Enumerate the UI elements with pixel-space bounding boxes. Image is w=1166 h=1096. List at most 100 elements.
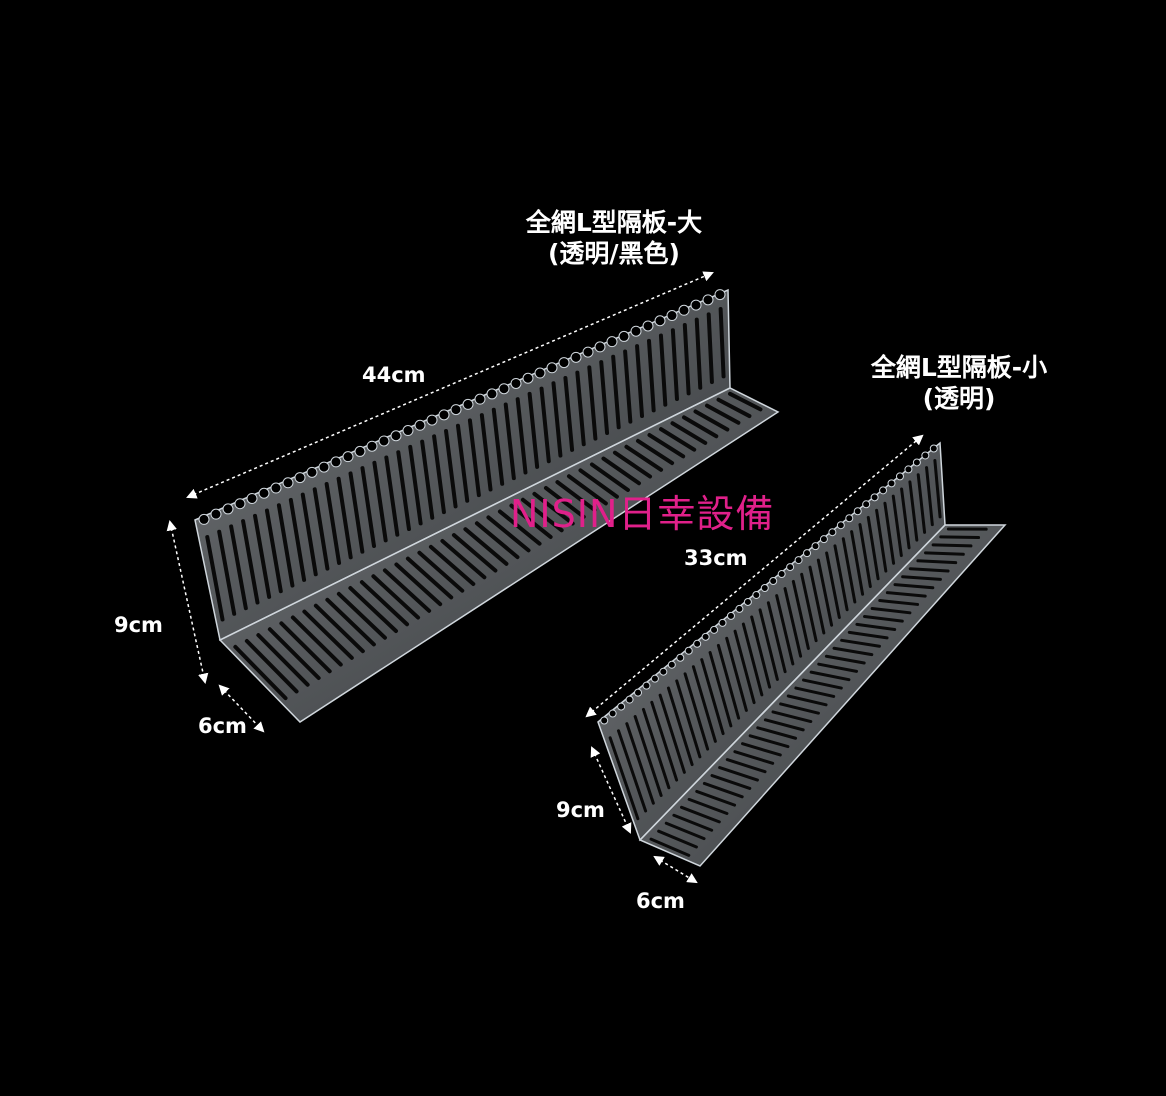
base-slot bbox=[302, 609, 354, 660]
base-slot bbox=[695, 789, 737, 807]
base-slot bbox=[718, 766, 759, 782]
large-depth-label: 6cm bbox=[198, 714, 247, 738]
dimension-lines bbox=[166, 271, 924, 884]
small-length-label: 33cm bbox=[684, 546, 748, 570]
edge-notch bbox=[794, 556, 803, 565]
edge-notch bbox=[929, 444, 938, 453]
base-slot bbox=[756, 726, 798, 740]
edge-notch bbox=[650, 674, 659, 683]
edge-notch bbox=[582, 346, 594, 358]
edge-notch bbox=[438, 409, 450, 421]
base-slot bbox=[405, 556, 454, 600]
base-slot bbox=[359, 580, 410, 627]
edge-notch bbox=[819, 535, 828, 544]
edge-notch bbox=[828, 528, 837, 537]
edge-notch bbox=[642, 320, 654, 332]
base-slot bbox=[463, 527, 509, 566]
base-slot bbox=[748, 734, 790, 749]
edge-notch bbox=[904, 465, 913, 474]
base-slot bbox=[687, 797, 729, 816]
wall-slot bbox=[641, 707, 671, 790]
edge-notch bbox=[486, 388, 498, 400]
base-slot bbox=[924, 551, 965, 556]
edge-notch bbox=[811, 542, 820, 551]
edge-notch bbox=[294, 472, 306, 484]
base-slot bbox=[417, 550, 465, 593]
edge-notch bbox=[606, 336, 618, 348]
edge-notch bbox=[246, 492, 258, 504]
edge-notch bbox=[618, 330, 630, 342]
wall-slot bbox=[229, 524, 248, 611]
edge-notch bbox=[786, 563, 795, 572]
wall-slot bbox=[312, 487, 330, 571]
edge-notch bbox=[594, 341, 606, 353]
base-slot bbox=[313, 603, 365, 654]
base-slot bbox=[348, 586, 398, 633]
wall-slot bbox=[217, 529, 237, 616]
large-length-arrow bbox=[186, 271, 714, 499]
base-slot bbox=[702, 781, 744, 799]
base-slot bbox=[290, 615, 343, 667]
large-product-variant: (透明/黑色) bbox=[548, 239, 680, 269]
base-slot bbox=[728, 391, 763, 412]
edge-notch bbox=[666, 310, 678, 322]
base-slot bbox=[244, 639, 299, 694]
wall-slot bbox=[300, 492, 318, 577]
edge-notch bbox=[608, 709, 617, 718]
base-slot bbox=[649, 837, 691, 857]
base-slot bbox=[741, 742, 782, 757]
edge-notch bbox=[318, 461, 330, 473]
large-depth-arrow bbox=[218, 684, 265, 733]
edge-notch bbox=[390, 430, 402, 442]
edge-notch bbox=[870, 493, 879, 502]
large-product-title: 全網L型隔板-大 (透明/黑色) bbox=[500, 207, 728, 270]
edge-notch bbox=[366, 440, 378, 452]
base-slot bbox=[680, 805, 721, 824]
edge-notch bbox=[450, 404, 462, 416]
edge-notch bbox=[862, 500, 871, 509]
edge-notch bbox=[270, 482, 282, 494]
edge-notch bbox=[887, 479, 896, 488]
edge-notch bbox=[690, 299, 702, 311]
small-length-arrow bbox=[585, 434, 924, 718]
base-slot bbox=[382, 568, 432, 613]
small-product-variant: (透明) bbox=[922, 384, 996, 414]
edge-notch bbox=[654, 315, 666, 327]
edge-notch bbox=[743, 597, 752, 606]
edge-notch bbox=[693, 639, 702, 648]
wall-slot bbox=[276, 503, 295, 588]
edge-notch bbox=[921, 451, 930, 460]
base-slot bbox=[371, 574, 421, 620]
edge-notch bbox=[769, 577, 778, 586]
base-slot bbox=[394, 562, 443, 607]
edge-notch bbox=[378, 435, 390, 447]
base-slot bbox=[486, 515, 531, 553]
edge-notch bbox=[879, 486, 888, 495]
edge-notch bbox=[558, 357, 570, 369]
edge-notch bbox=[735, 604, 744, 613]
small-depth-label: 6cm bbox=[636, 889, 685, 913]
wall-slot bbox=[625, 722, 655, 805]
edge-notch bbox=[414, 419, 426, 431]
wall-slot bbox=[633, 715, 663, 798]
edge-notch bbox=[630, 325, 642, 337]
edge-notch bbox=[462, 398, 474, 410]
base-slot bbox=[336, 591, 387, 640]
edge-notch bbox=[210, 508, 222, 520]
wall-slot bbox=[616, 729, 648, 813]
base-slot bbox=[710, 774, 752, 790]
large-length-label: 44cm bbox=[362, 363, 426, 387]
wall-slot bbox=[241, 519, 260, 605]
base-slot bbox=[256, 633, 310, 687]
base-slot bbox=[325, 597, 376, 647]
edge-notch bbox=[752, 590, 761, 599]
edge-notch bbox=[710, 625, 719, 634]
edge-notch bbox=[625, 695, 634, 704]
wall-slot bbox=[264, 508, 283, 594]
edge-notch bbox=[634, 688, 643, 697]
edge-notch bbox=[402, 425, 414, 437]
large-product-name: 全網L型隔板-大 bbox=[525, 208, 703, 237]
edge-notch bbox=[282, 477, 294, 489]
base-slot bbox=[664, 821, 706, 841]
